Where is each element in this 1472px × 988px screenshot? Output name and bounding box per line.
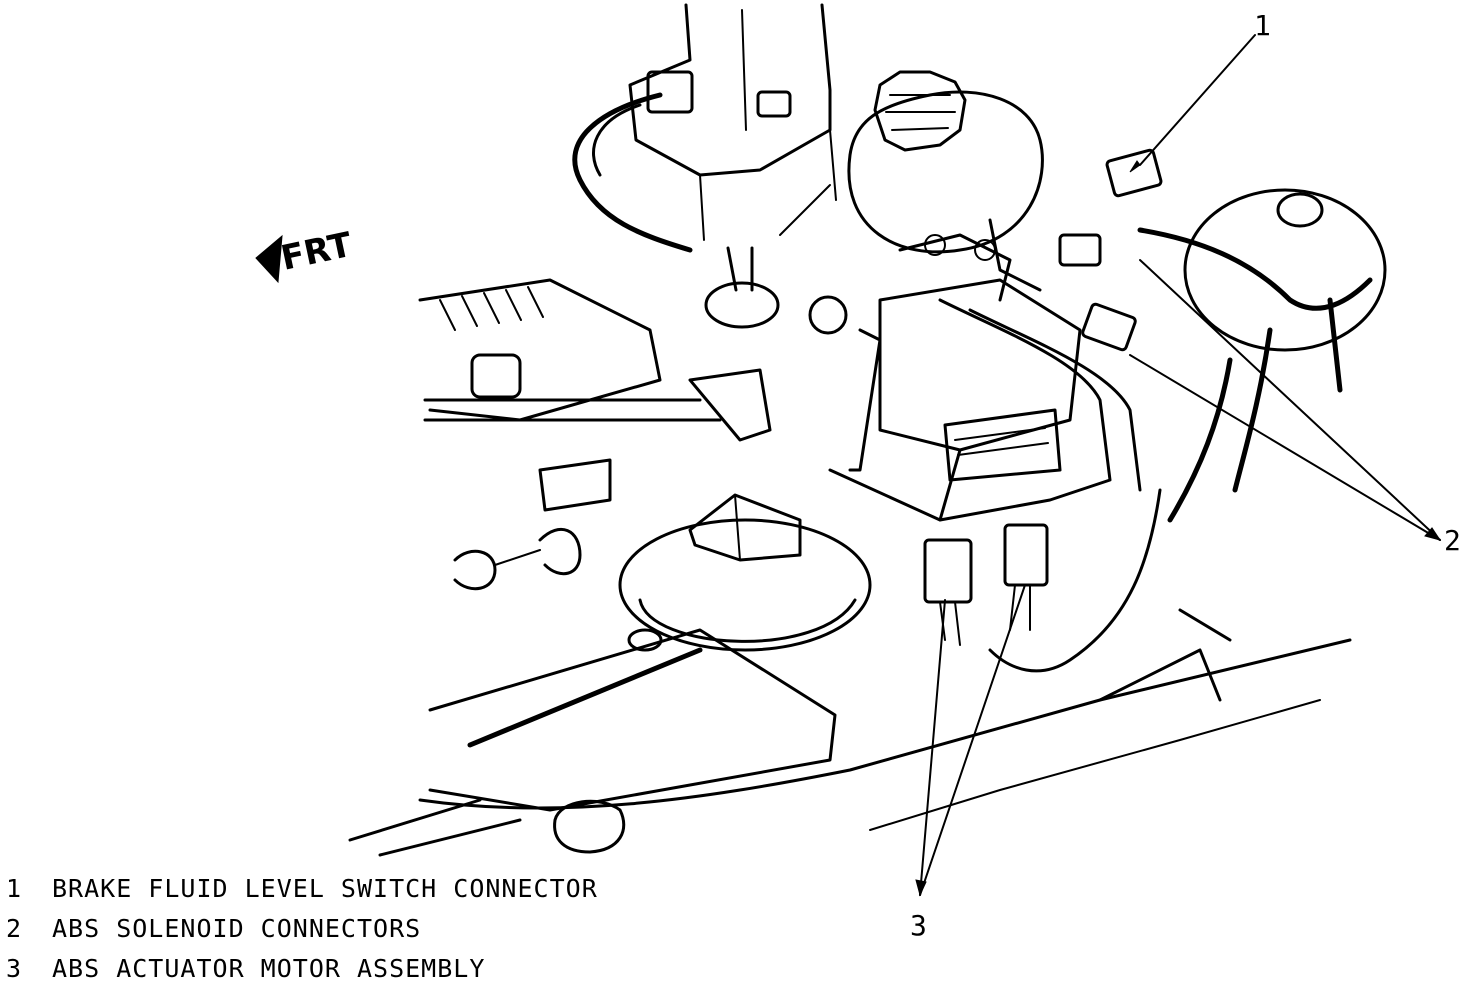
brake-fluid-reservoir bbox=[847, 70, 1044, 292]
callout-1-leader bbox=[1139, 34, 1256, 166]
callout-1-number: 1 bbox=[1254, 9, 1271, 42]
upper-pedestal bbox=[628, 3, 837, 241]
front-arrow-icon bbox=[255, 234, 283, 284]
legend-text: ABS ACTUATOR MOTOR ASSEMBLY bbox=[52, 953, 486, 983]
legend-number: 1 bbox=[6, 873, 23, 903]
legend-number: 3 bbox=[6, 953, 23, 983]
callout-3-leader-b bbox=[919, 584, 1026, 896]
abs-actuator-housing bbox=[808, 233, 1082, 522]
wiring-harness bbox=[988, 188, 1387, 673]
connectors bbox=[1058, 148, 1163, 352]
front-direction-label: FRT bbox=[278, 225, 357, 279]
callout-3-number: 3 bbox=[910, 909, 927, 942]
callout-numbers: 1 2 3 bbox=[910, 9, 1461, 942]
callout-2-leader-a bbox=[1139, 259, 1441, 541]
legend-text: BRAKE FLUID LEVEL SWITCH CONNECTOR bbox=[52, 873, 598, 903]
manifold-block bbox=[418, 278, 722, 512]
front-direction-indicator: FRT bbox=[255, 225, 357, 284]
legend-row-3: 3 ABS ACTUATOR MOTOR ASSEMBLY bbox=[6, 948, 598, 988]
callout-2-number: 2 bbox=[1444, 524, 1461, 557]
legend-number: 2 bbox=[6, 913, 23, 943]
callout-3-leader-a bbox=[919, 599, 946, 896]
callout-2-leader-b bbox=[1129, 354, 1441, 541]
legend-row-2: 2 ABS SOLENOID CONNECTORS bbox=[6, 908, 598, 948]
lower-panels bbox=[348, 608, 1352, 857]
booster-dome bbox=[618, 493, 872, 652]
callout-legend: 1 BRAKE FLUID LEVEL SWITCH CONNECTOR 2 A… bbox=[6, 868, 598, 988]
brake-lines bbox=[779, 184, 1142, 522]
legend-row-1: 1 BRAKE FLUID LEVEL SWITCH CONNECTOR bbox=[6, 868, 598, 908]
legend-text: ABS SOLENOID CONNECTORS bbox=[52, 913, 422, 943]
solenoid-linkage bbox=[453, 246, 780, 591]
coolant-hose bbox=[572, 92, 693, 253]
callout-leaders bbox=[915, 34, 1442, 897]
